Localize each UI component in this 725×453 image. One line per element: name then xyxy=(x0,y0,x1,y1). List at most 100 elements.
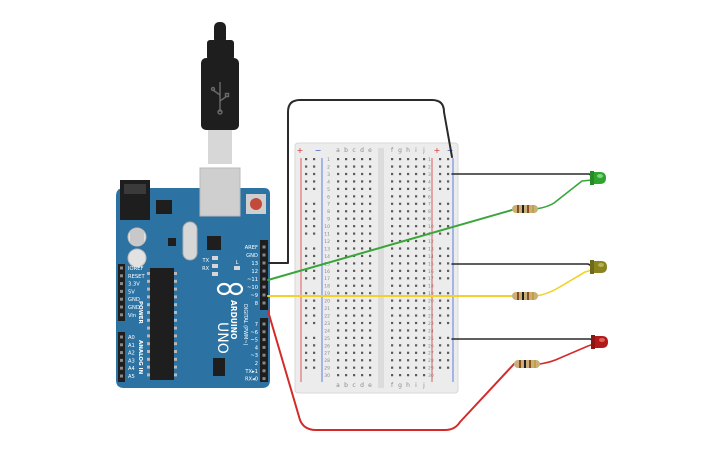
breadboard-hole[interactable] xyxy=(423,172,426,176)
breadboard-hole[interactable] xyxy=(391,269,394,272)
rail-hole[interactable] xyxy=(439,247,442,250)
breadboard-hole[interactable] xyxy=(353,187,356,190)
breadboard-hole[interactable] xyxy=(391,329,394,332)
digital-pin[interactable] xyxy=(262,345,266,349)
breadboard-hole[interactable] xyxy=(369,299,372,302)
breadboard-hole[interactable] xyxy=(337,359,340,362)
breadboard-hole[interactable] xyxy=(407,187,410,190)
breadboard-hole[interactable] xyxy=(399,351,402,354)
rail-hole[interactable] xyxy=(439,321,442,325)
breadboard-hole[interactable] xyxy=(369,254,372,258)
breadboard-hole[interactable] xyxy=(353,344,356,347)
breadboard-hole[interactable] xyxy=(345,269,348,272)
breadboard-hole[interactable] xyxy=(337,165,340,168)
breadboard-hole[interactable] xyxy=(407,336,410,339)
breadboard-hole[interactable] xyxy=(391,239,394,243)
breadboard-hole[interactable] xyxy=(337,299,340,302)
breadboard-hole[interactable] xyxy=(423,314,426,317)
digital-pin[interactable] xyxy=(262,301,266,305)
breadboard-hole[interactable] xyxy=(369,374,372,377)
breadboard-hole[interactable] xyxy=(353,359,356,362)
arduino-header-pins[interactable] xyxy=(120,245,266,381)
breadboard-hole[interactable] xyxy=(345,374,348,377)
rail-hole[interactable] xyxy=(305,307,308,310)
breadboard-hole[interactable] xyxy=(399,314,402,317)
breadboard-hole[interactable] xyxy=(369,314,372,317)
rail-hole[interactable] xyxy=(447,321,450,325)
breadboard-hole[interactable] xyxy=(391,284,394,287)
breadboard-hole[interactable] xyxy=(399,277,402,280)
breadboard-hole[interactable] xyxy=(391,351,394,354)
breadboard-hole[interactable] xyxy=(345,158,348,161)
breadboard-hole[interactable] xyxy=(391,374,394,377)
breadboard-hole[interactable] xyxy=(361,329,364,332)
rail-hole[interactable] xyxy=(313,202,316,205)
breadboard-hole[interactable] xyxy=(361,284,364,287)
breadboard-hole[interactable] xyxy=(337,321,340,325)
breadboard-hole[interactable] xyxy=(361,239,364,243)
digital-pin[interactable] xyxy=(262,330,266,334)
breadboard-hole[interactable] xyxy=(337,210,340,213)
rail-hole[interactable] xyxy=(305,210,308,213)
rail-hole[interactable] xyxy=(447,247,450,250)
breadboard-hole[interactable] xyxy=(369,202,372,205)
breadboard-hole[interactable] xyxy=(345,314,348,317)
breadboard-hole[interactable] xyxy=(415,165,418,168)
breadboard-hole[interactable] xyxy=(415,254,418,258)
breadboard-hole[interactable] xyxy=(407,217,410,220)
breadboard-hole[interactable] xyxy=(361,269,364,272)
rail-hole[interactable] xyxy=(305,344,308,347)
breadboard-hole[interactable] xyxy=(391,187,394,190)
led-red-cathode-wire[interactable] xyxy=(451,338,596,342)
power-pin[interactable] xyxy=(120,305,123,309)
breadboard-hole[interactable] xyxy=(369,329,372,332)
rail-hole[interactable] xyxy=(313,307,316,310)
breadboard-hole[interactable] xyxy=(407,262,410,265)
breadboard-hole[interactable] xyxy=(361,195,364,198)
breadboard-hole[interactable] xyxy=(369,284,372,287)
breadboard-hole[interactable] xyxy=(361,374,364,377)
breadboard-hole[interactable] xyxy=(353,262,356,265)
breadboard-hole[interactable] xyxy=(415,314,418,317)
breadboard-hole[interactable] xyxy=(407,284,410,287)
breadboard-hole[interactable] xyxy=(415,172,418,176)
digital-pin[interactable] xyxy=(262,253,266,257)
digital-pin[interactable] xyxy=(262,369,266,373)
analog-pin[interactable] xyxy=(120,343,123,347)
rail-hole[interactable] xyxy=(305,187,308,190)
breadboard-hole[interactable] xyxy=(345,299,348,302)
breadboard-hole[interactable] xyxy=(391,321,394,325)
led-red[interactable] xyxy=(591,335,608,349)
digital-pin[interactable] xyxy=(262,361,266,365)
resistor-yellow[interactable] xyxy=(512,292,538,300)
breadboard-hole[interactable] xyxy=(345,210,348,213)
breadboard-hole[interactable] xyxy=(415,366,418,369)
rail-hole[interactable] xyxy=(305,254,308,258)
breadboard-hole[interactable] xyxy=(337,336,340,339)
breadboard-hole[interactable] xyxy=(345,202,348,205)
led-green-cathode-wire[interactable] xyxy=(451,173,596,178)
rail-hole[interactable] xyxy=(447,165,450,168)
breadboard-hole[interactable] xyxy=(337,195,340,198)
breadboard-hole[interactable] xyxy=(369,210,372,213)
breadboard-hole[interactable] xyxy=(399,299,402,302)
rail-hole[interactable] xyxy=(439,180,442,183)
breadboard-hole[interactable] xyxy=(423,299,426,302)
breadboard-hole[interactable] xyxy=(399,374,402,377)
breadboard-hole[interactable] xyxy=(423,232,426,235)
breadboard-hole[interactable] xyxy=(391,247,394,250)
breadboard-hole[interactable] xyxy=(407,344,410,347)
breadboard-hole[interactable] xyxy=(399,344,402,347)
breadboard-hole[interactable] xyxy=(407,247,410,250)
breadboard-hole[interactable] xyxy=(423,321,426,325)
rail-hole[interactable] xyxy=(447,210,450,213)
rail-hole[interactable] xyxy=(305,165,308,168)
breadboard-hole[interactable] xyxy=(399,187,402,190)
breadboard-hole[interactable] xyxy=(415,187,418,190)
analog-pin[interactable] xyxy=(120,351,123,355)
rail-hole[interactable] xyxy=(313,225,316,228)
breadboard-hole[interactable] xyxy=(345,239,348,243)
breadboard-hole[interactable] xyxy=(415,299,418,302)
rail-hole[interactable] xyxy=(313,247,316,250)
breadboard-hole[interactable] xyxy=(369,187,372,190)
